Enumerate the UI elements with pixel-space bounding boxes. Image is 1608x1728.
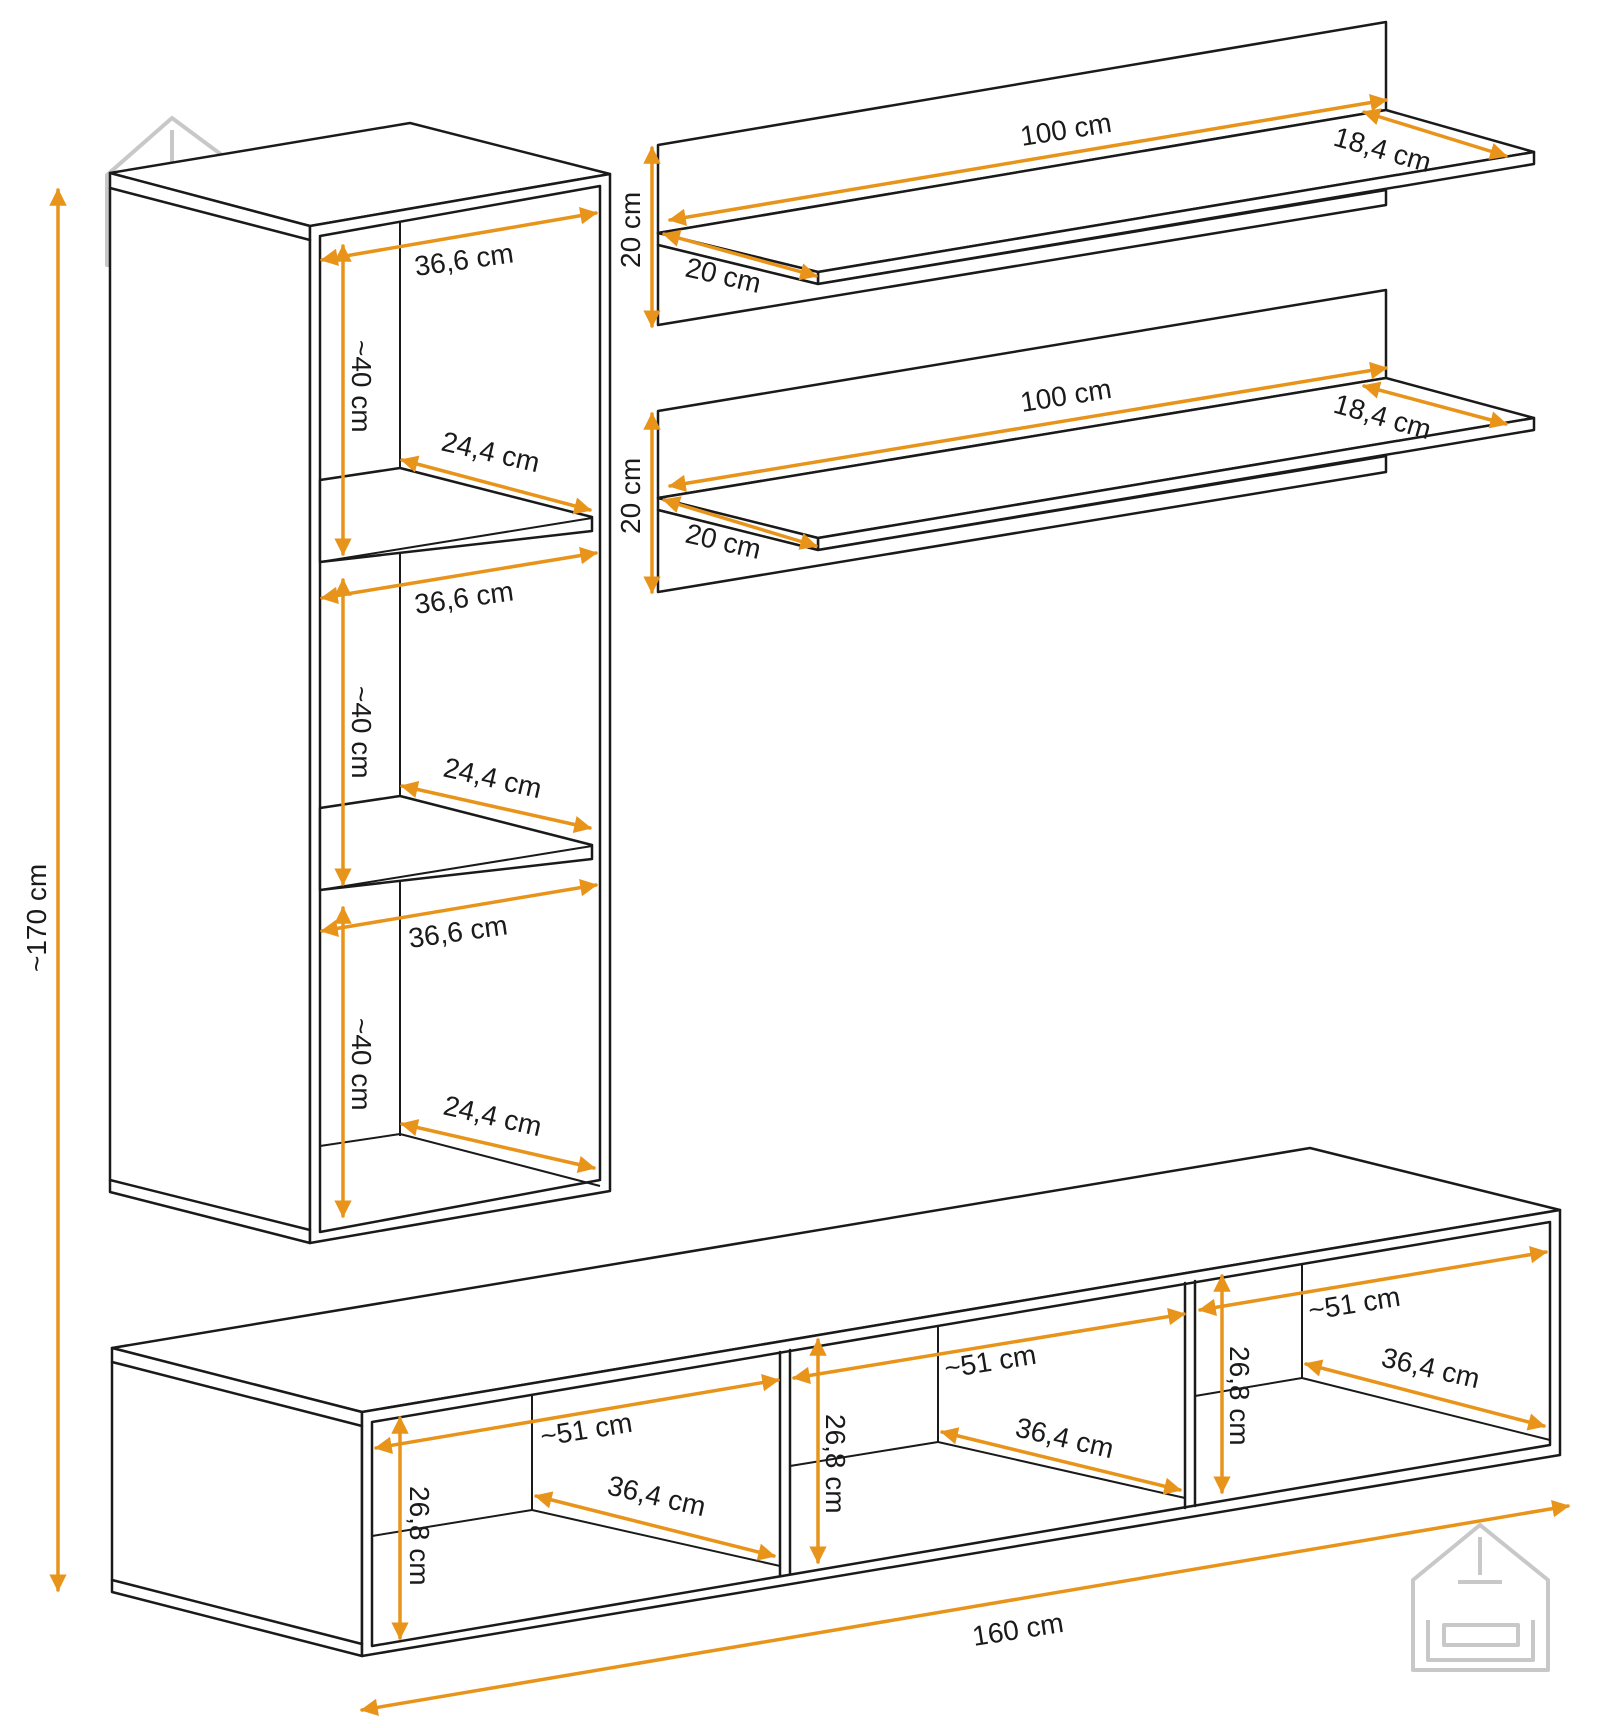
dim-cab-depth-1 xyxy=(400,455,592,515)
dim-tv-depth-3 xyxy=(1304,1359,1546,1431)
dim-cab-depth-2 xyxy=(400,780,592,834)
dim-shelf2-depth-left xyxy=(662,496,818,550)
label-tv-height-3: 26,8 cm xyxy=(1224,1346,1255,1446)
label-shelf2-height: 20 cm xyxy=(615,458,646,534)
dim-tv-depth-1 xyxy=(534,1491,776,1561)
label-total-width: 160 cm xyxy=(970,1607,1066,1652)
dim-shelf1-depth-right xyxy=(1362,108,1508,160)
dim-cab-width-2 xyxy=(320,546,598,605)
dim-tv-width-1 xyxy=(374,1373,780,1455)
dim-total-width xyxy=(360,1499,1570,1717)
dim-shelf1-depth-left xyxy=(662,229,818,281)
label-tv-height-2: 26,8 cm xyxy=(820,1414,851,1514)
label-cab-height-1: ~40 cm xyxy=(346,340,377,433)
label-tv-height-1: 26,8 cm xyxy=(404,1486,435,1586)
label-cab-height-3: ~40 cm xyxy=(346,1018,377,1111)
dim-cab-depth-3 xyxy=(400,1118,596,1174)
dim-cab-width-3 xyxy=(320,878,598,938)
dimension-lines xyxy=(49,93,1570,1717)
dim-tv-width-2 xyxy=(792,1307,1186,1385)
dim-tv-depth-2 xyxy=(940,1427,1182,1495)
dim-shelf1-length xyxy=(668,93,1388,227)
dim-shelf2-depth-right xyxy=(1362,381,1508,429)
tall-cabinet xyxy=(108,121,612,1245)
dim-cab-width-1 xyxy=(320,207,598,266)
dim-shelf2-length xyxy=(668,361,1388,493)
label-cab-height-2: ~40 cm xyxy=(346,686,377,779)
wall-shelf-bottom xyxy=(656,288,1536,594)
label-total-height: ~170 cm xyxy=(21,864,52,972)
label-shelf1-height: 20 cm xyxy=(615,192,646,268)
house-sofa-logo-bottom xyxy=(1411,1523,1550,1672)
wall-shelf-top xyxy=(656,20,1536,327)
dim-tv-width-3 xyxy=(1198,1245,1548,1317)
